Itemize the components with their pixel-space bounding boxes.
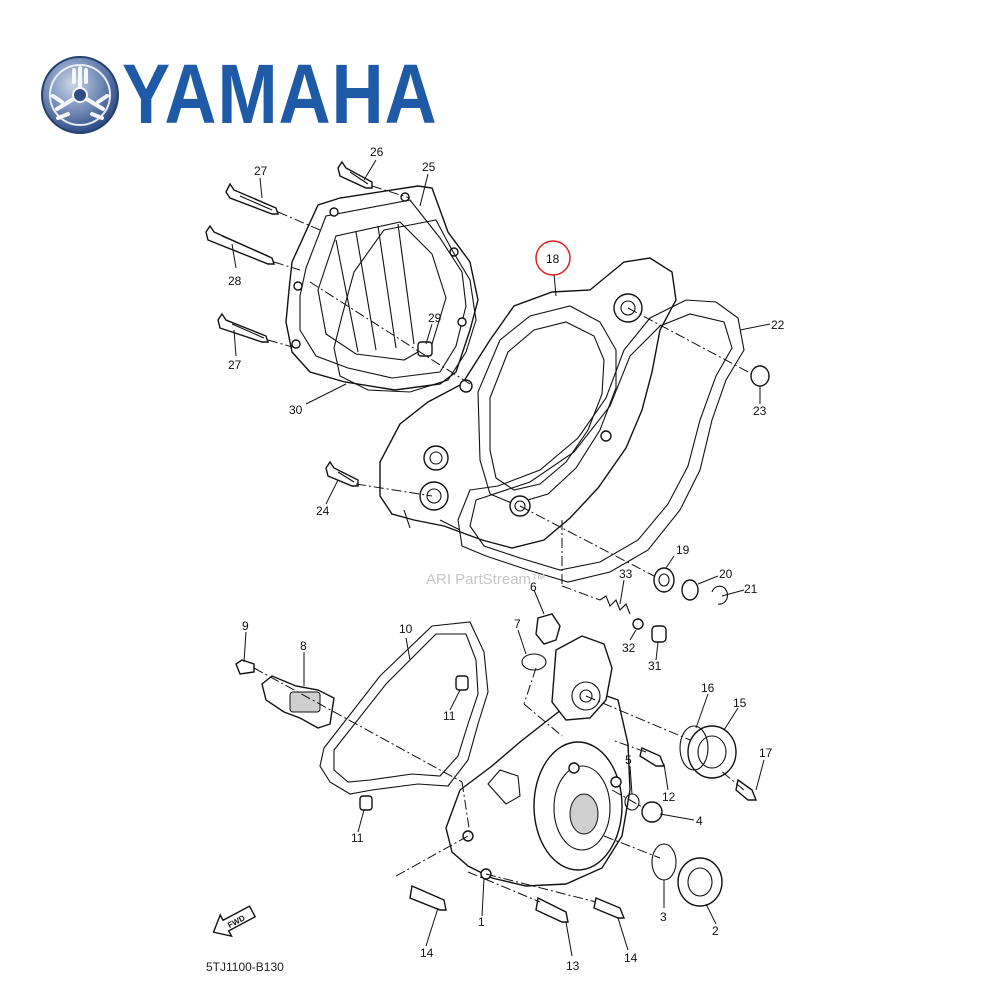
gasket-part-10	[319, 621, 489, 795]
callout-20: 20	[719, 567, 733, 581]
callout-19: 19	[676, 543, 690, 557]
callout-30: 30	[289, 403, 303, 417]
o-ring-part-3	[651, 843, 677, 881]
callout-12: 12	[662, 790, 676, 804]
spring-part-33	[599, 595, 631, 615]
callout-1: 1	[478, 915, 485, 929]
callout-3: 3	[660, 910, 667, 924]
callout-33: 33	[619, 567, 633, 581]
fwd-arrow-icon: FWD	[212, 905, 257, 938]
generator-cover-part-1	[445, 635, 631, 887]
callout-28: 28	[228, 274, 242, 288]
callout-5: 5	[625, 753, 632, 767]
callout-7: 7	[514, 617, 521, 631]
callout-23: 23	[753, 404, 767, 418]
callout-8: 8	[300, 639, 307, 653]
callout-numbers: 27 26 25 28 27 29 30 18 22 23 24 19 20 2…	[228, 145, 785, 973]
dowel-part-11-b	[359, 795, 373, 811]
brand-wordmark: YAMAHA	[122, 47, 438, 141]
callout-22: 22	[771, 318, 785, 332]
dowel-part-23	[750, 365, 770, 387]
valve-part-6	[535, 613, 561, 645]
bolt-part-13	[535, 896, 569, 923]
callout-10: 10	[399, 622, 413, 636]
callout-17: 17	[759, 746, 773, 760]
callout-31: 31	[648, 659, 662, 673]
clutch-cover-part-30	[285, 185, 479, 391]
callout-14-right: 14	[624, 951, 638, 965]
crankcase-cover-part-18	[379, 257, 677, 549]
callout-25: 25	[422, 160, 436, 174]
callout-27-bottom: 27	[228, 358, 242, 372]
oil-seal-part-19	[653, 567, 675, 593]
callout-6: 6	[530, 580, 537, 594]
callout-11-lower: 11	[351, 831, 364, 845]
alignment-lines	[253, 185, 753, 903]
washer-part-20	[681, 579, 699, 601]
yamaha-logo: YAMAHA	[40, 47, 437, 141]
callout-18: 18	[546, 252, 560, 266]
watermark-text: ARI PartStream™	[426, 571, 547, 588]
dowel-part-11-a	[455, 675, 469, 691]
plug-part-31	[651, 625, 667, 643]
cap-part-15	[687, 725, 737, 779]
bolts-upper	[205, 160, 373, 487]
callout-16: 16	[701, 681, 715, 695]
plug-part-2	[677, 857, 723, 907]
plug-part-4	[641, 801, 663, 823]
bolt-part-12	[639, 747, 666, 767]
o-ring-part-16	[679, 725, 709, 771]
gasket-part-22	[457, 299, 745, 583]
leader-lines	[231, 159, 771, 957]
callout-13: 13	[566, 959, 580, 973]
callout-11-upper: 11	[443, 709, 456, 723]
callout-21: 21	[744, 582, 758, 596]
bolt-part-9	[235, 659, 255, 675]
highlight-circle-part-18	[535, 240, 571, 276]
bolt-part-14-b	[593, 897, 626, 919]
callout-26: 26	[370, 145, 384, 159]
dowel-part-29	[417, 341, 433, 357]
callout-24: 24	[316, 504, 330, 518]
callout-2: 2	[712, 924, 719, 938]
o-ring-part-7	[521, 653, 547, 671]
callout-9: 9	[242, 619, 249, 633]
bolt-part-17	[735, 778, 758, 801]
diagram-code: 5TJ1100-B130	[206, 960, 284, 974]
callout-32: 32	[622, 641, 636, 655]
callout-15: 15	[733, 696, 747, 710]
gasket-part-25	[333, 219, 477, 393]
circlip-part-21	[711, 585, 728, 605]
bolt-part-14-a	[409, 884, 447, 911]
callout-4: 4	[696, 814, 703, 828]
callout-27-top: 27	[254, 164, 268, 178]
callout-29: 29	[428, 311, 442, 325]
callout-14-left: 14	[420, 946, 434, 960]
ball-part-32	[632, 618, 644, 630]
tuning-fork-emblem-icon	[41, 56, 119, 134]
